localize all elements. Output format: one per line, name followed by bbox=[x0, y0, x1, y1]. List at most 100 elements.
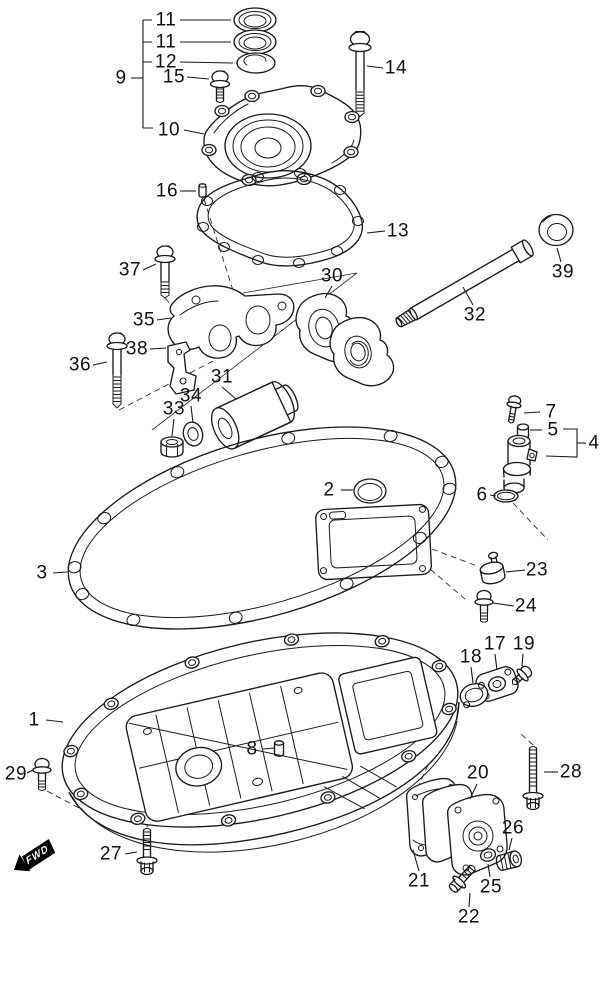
engine-holder-body-1 bbox=[61, 632, 460, 853]
leader-line bbox=[505, 569, 526, 573]
part-callout-39: 39 bbox=[551, 261, 575, 283]
leader-line bbox=[221, 386, 237, 400]
part-callout-19: 19 bbox=[512, 633, 536, 655]
plug-26 bbox=[495, 850, 523, 871]
part-callout-24: 24 bbox=[514, 595, 538, 617]
part-callout-34: 34 bbox=[179, 385, 203, 407]
part-callout-2: 2 bbox=[323, 479, 335, 501]
group-bracket-9 bbox=[142, 19, 153, 129]
bushing-31 bbox=[210, 381, 299, 450]
part-callout-33: 33 bbox=[162, 398, 186, 420]
anode-23 bbox=[479, 551, 506, 585]
leader-line bbox=[508, 837, 513, 851]
leader-line bbox=[523, 411, 541, 414]
part-callout-11: 11 bbox=[155, 9, 177, 31]
leader-line bbox=[366, 230, 386, 234]
part-callout-38: 38 bbox=[125, 338, 149, 360]
part-callout-26: 26 bbox=[501, 817, 525, 839]
part-callout-12: 12 bbox=[154, 51, 178, 73]
part-callout-17: 17 bbox=[483, 633, 507, 655]
leader-line bbox=[556, 247, 562, 263]
part-callout-32: 32 bbox=[463, 304, 487, 326]
through-bolt-32 bbox=[395, 239, 534, 328]
leader-line bbox=[142, 263, 157, 271]
leader-line bbox=[521, 653, 524, 667]
washer-25 bbox=[479, 848, 497, 862]
part-callout-22: 22 bbox=[457, 906, 481, 928]
leader-line bbox=[45, 719, 64, 723]
part-callout-30: 30 bbox=[320, 265, 344, 287]
bolt-15 bbox=[209, 70, 231, 103]
part-callout-1: 1 bbox=[28, 709, 40, 731]
leader-line bbox=[52, 571, 68, 574]
part-callout-7: 7 bbox=[545, 401, 557, 423]
leader-line bbox=[469, 783, 478, 800]
bolt-14 bbox=[348, 31, 372, 117]
part-callout-29: 29 bbox=[4, 763, 28, 785]
leader-line bbox=[262, 747, 275, 750]
part-callout-27: 27 bbox=[99, 843, 123, 865]
part-callout-15: 15 bbox=[162, 66, 186, 88]
washer-34 bbox=[182, 421, 204, 447]
center-gasket-plate bbox=[315, 503, 433, 581]
leader-line bbox=[171, 418, 175, 437]
leader-line bbox=[124, 851, 138, 855]
bolt-27 bbox=[136, 827, 158, 876]
part-callout-18: 18 bbox=[459, 646, 483, 668]
part-callout-20: 20 bbox=[466, 762, 490, 784]
leader-line bbox=[487, 863, 491, 878]
leader-line bbox=[412, 849, 420, 872]
part-callout-25: 25 bbox=[479, 876, 503, 898]
leader-line bbox=[179, 61, 234, 64]
leader-line bbox=[26, 769, 34, 774]
gasket-18 bbox=[459, 681, 489, 709]
part-callout-4: 4 bbox=[588, 432, 600, 454]
gasket-3-holes bbox=[67, 429, 457, 627]
part-callout-13: 13 bbox=[386, 220, 410, 242]
part-callout-6: 6 bbox=[476, 484, 488, 506]
engine-mount-30 bbox=[295, 292, 395, 387]
leader-line bbox=[186, 76, 210, 80]
leader-line bbox=[492, 602, 515, 607]
part-callout-31: 31 bbox=[210, 366, 234, 388]
part-callout-37: 37 bbox=[118, 259, 142, 281]
bolt-22 bbox=[448, 864, 476, 893]
bolt-24 bbox=[474, 589, 494, 623]
part-callout-21: 21 bbox=[407, 870, 431, 892]
leader-lines-layer bbox=[26, 19, 586, 908]
bolt-36 bbox=[106, 332, 128, 409]
seal-washers-11-12 bbox=[233, 7, 277, 74]
bolt-29 bbox=[32, 757, 52, 791]
seal-39 bbox=[538, 213, 574, 247]
body-bolt-bosses bbox=[63, 633, 457, 827]
leader-line bbox=[462, 286, 474, 306]
bolt-19 bbox=[511, 665, 533, 686]
o-ring-2 bbox=[353, 478, 387, 504]
cover-plate-10 bbox=[201, 84, 362, 187]
dowel-pin-16 bbox=[198, 183, 207, 198]
dowel-pin-8 bbox=[273, 740, 285, 757]
part-callout-36: 36 bbox=[68, 354, 92, 376]
part-callout-9: 9 bbox=[115, 67, 127, 89]
bolt-37 bbox=[154, 245, 176, 299]
leader-line bbox=[183, 129, 205, 135]
anode-holder-4 bbox=[502, 434, 538, 494]
part-callout-16: 16 bbox=[155, 180, 179, 202]
cover-20 bbox=[446, 793, 508, 876]
gasket-3 bbox=[67, 426, 457, 630]
nut-33 bbox=[160, 436, 184, 458]
part-callout-8: 8 bbox=[246, 738, 258, 760]
leader-line bbox=[470, 666, 474, 684]
part-callout-35: 35 bbox=[132, 309, 156, 331]
leader-line bbox=[366, 65, 384, 69]
leader-line bbox=[494, 653, 498, 671]
part-callout-3: 3 bbox=[36, 562, 48, 584]
part-callout-14: 14 bbox=[384, 57, 408, 79]
part-callout-5: 5 bbox=[547, 419, 559, 441]
gasket-13 bbox=[196, 168, 364, 268]
leader-line bbox=[92, 361, 108, 366]
part-callout-23: 23 bbox=[525, 559, 549, 581]
bracket-38 bbox=[167, 341, 197, 395]
